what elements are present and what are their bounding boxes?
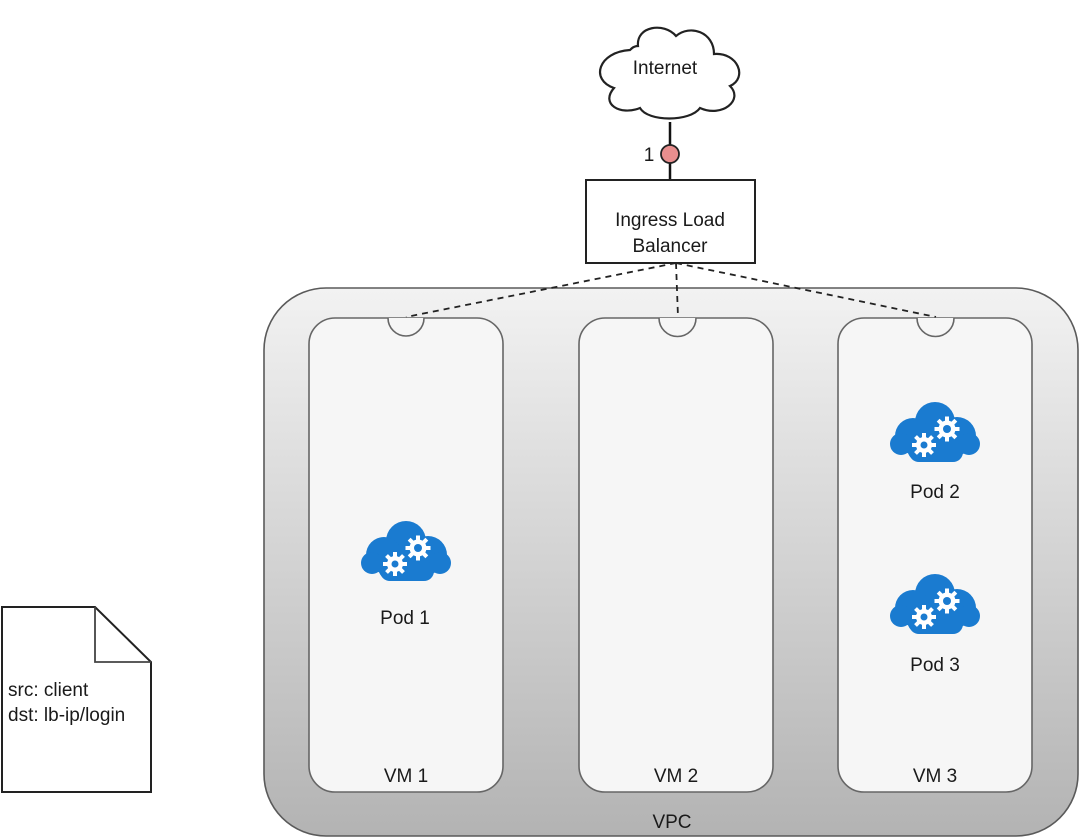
link-vm-2 bbox=[675, 262, 679, 318]
vm-2-label: VM 2 bbox=[654, 766, 698, 787]
lb-label-line1: Ingress Load bbox=[615, 210, 725, 231]
pod-1-label: Pod 1 bbox=[380, 608, 430, 629]
vm-3: VM 3 bbox=[837, 317, 1033, 793]
vm-2: VM 2 bbox=[578, 317, 774, 793]
document-icon bbox=[1, 606, 152, 793]
link-vm-3 bbox=[675, 262, 937, 318]
lb-label-line2: Balancer bbox=[633, 236, 709, 257]
pod-2-label: Pod 2 bbox=[910, 482, 960, 503]
pod-3: Pod 3 bbox=[890, 574, 980, 676]
vm-2-port bbox=[658, 317, 697, 338]
packet-src: src: client bbox=[8, 680, 89, 701]
ingress-load-balancer: Ingress Load Balancer bbox=[585, 179, 756, 264]
vm-1-label: VM 1 bbox=[384, 766, 428, 787]
packet-document: src: client dst: lb-ip/login bbox=[1, 606, 152, 793]
link-vm-1 bbox=[405, 262, 677, 318]
internet-cloud: Internet bbox=[598, 26, 741, 120]
vm-1-port bbox=[387, 317, 425, 337]
vpc-label: VPC bbox=[652, 812, 691, 833]
step-marker-label: 1 bbox=[644, 145, 655, 166]
lb-vm-links bbox=[405, 262, 937, 318]
step-marker bbox=[660, 144, 680, 164]
document-fold bbox=[94, 607, 151, 663]
internet-label: Internet bbox=[633, 58, 698, 79]
pod-1: Pod 1 bbox=[361, 521, 451, 629]
cloud-icon bbox=[598, 26, 741, 120]
vm-3-label: VM 3 bbox=[913, 766, 957, 787]
pod-3-label: Pod 3 bbox=[910, 655, 960, 676]
vm-3-port bbox=[916, 317, 955, 338]
packet-dst: dst: lb-ip/login bbox=[8, 705, 125, 726]
pod-2: Pod 2 bbox=[890, 402, 980, 503]
